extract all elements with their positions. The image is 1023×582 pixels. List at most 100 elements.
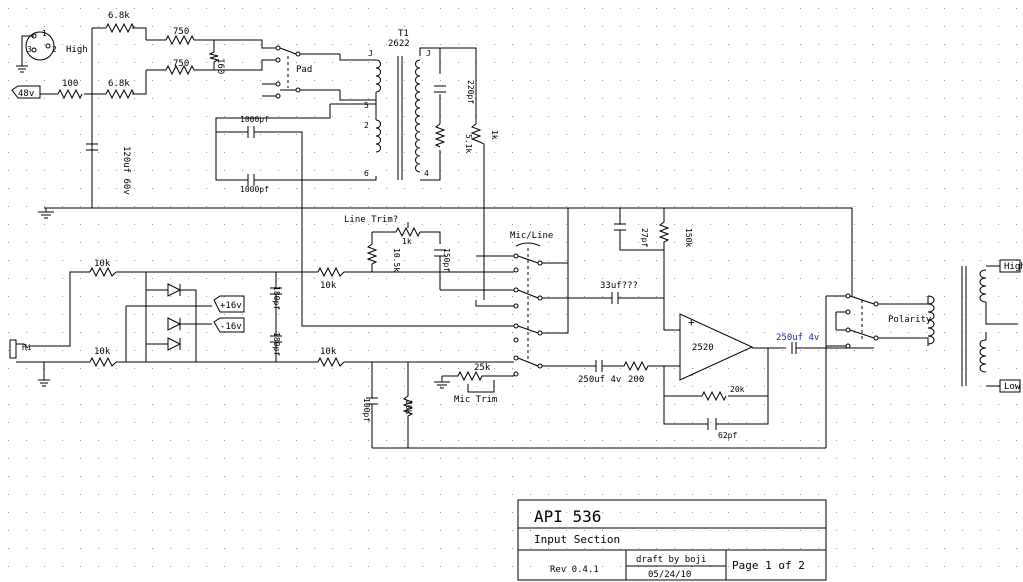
svg-text:180pf: 180pf <box>272 286 281 310</box>
svg-text:10k: 10k <box>320 281 337 291</box>
svg-text:48v: 48v <box>18 89 34 99</box>
polarity-switch: Polarity <box>825 293 932 448</box>
svg-text:5: 5 <box>364 101 369 110</box>
resistor-10k-b: 10k <box>89 347 117 368</box>
svg-text:Line Trim?: Line Trim? <box>344 215 398 225</box>
svg-text:25k: 25k <box>474 363 491 373</box>
svg-text:Polarity: Polarity <box>888 315 932 325</box>
svg-text:Pad: Pad <box>296 65 312 75</box>
draft-by-text: draft by boji <box>636 555 706 565</box>
svg-text:Mic/Line: Mic/Line <box>510 231 553 241</box>
capacitor-150pf: 150pf <box>434 248 451 290</box>
resistor-6.8k-bot: 6.8k <box>105 79 135 100</box>
revision-text: Rev 0.4.1 <box>550 565 599 575</box>
svg-text:J: J <box>368 49 373 58</box>
resistor-150k: 150k <box>658 208 693 331</box>
line-trim-pot: Line Trim? 1k <box>344 215 441 246</box>
xlr-pin-3: 3 <box>27 45 32 54</box>
grid-dots <box>8 8 1017 567</box>
svg-text:250uf 4v: 250uf 4v <box>578 375 621 385</box>
svg-text:150k: 150k <box>684 228 693 247</box>
svg-text:10k: 10k <box>320 347 337 357</box>
xlr-pin-2: 2 <box>52 45 57 54</box>
svg-text:120uf 60v: 120uf 60v <box>121 146 131 195</box>
resistor-20k-v: 20k <box>402 362 414 448</box>
svg-text:-16v: -16v <box>220 322 242 332</box>
svg-text:2: 2 <box>364 121 369 130</box>
svg-text:Hi: Hi <box>22 343 32 352</box>
svg-text:62pf: 62pf <box>718 431 737 440</box>
svg-text:5.1k: 5.1k <box>464 134 473 153</box>
svg-text:750: 750 <box>173 59 189 69</box>
svg-text:High: High <box>1004 262 1023 272</box>
svg-text:+16v: +16v <box>220 301 242 311</box>
svg-text:1k: 1k <box>490 130 499 140</box>
capacitor-1000pf-a: 1000pf <box>238 115 269 138</box>
capacitor-180pf-a: 180pf <box>270 272 282 318</box>
capacitor-120uf: 120uf 60v <box>86 143 131 195</box>
svg-text:4: 4 <box>424 169 429 178</box>
svg-text:250uf 4v: 250uf 4v <box>776 333 819 343</box>
resistor-100: 100 <box>57 79 83 100</box>
svg-text:6: 6 <box>364 169 369 178</box>
svg-text:J: J <box>426 49 431 58</box>
svg-text:T1: T1 <box>398 29 409 39</box>
opamp-2520: + - 2520 <box>663 313 769 425</box>
svg-text:1k: 1k <box>402 237 412 246</box>
svg-text:Low: Low <box>1004 382 1021 392</box>
title-block: API 536 Input Section Rev 0.4.1 draft by… <box>517 499 827 581</box>
svg-text:6.8k: 6.8k <box>108 79 130 89</box>
resistor-20k-fb: 20k <box>701 385 745 402</box>
diode-clamp-network <box>125 272 212 362</box>
xlr-pin-1: 1 <box>42 29 47 38</box>
svg-text:+: + <box>688 316 695 329</box>
svg-text:1000pf: 1000pf <box>240 185 269 194</box>
svg-text:150pf: 150pf <box>442 248 451 272</box>
svg-text:1000pf: 1000pf <box>240 115 269 124</box>
capacitor-62pf: 62pf <box>707 418 737 440</box>
pad-switch: Pad <box>262 45 340 99</box>
subtitle-text: Input Section <box>534 533 620 546</box>
mic-line-switch: Mic/Line <box>510 231 553 377</box>
capacitor-1000pf-b: 1000pf <box>238 174 269 194</box>
svg-text:180pf: 180pf <box>272 332 281 356</box>
xlr-connector: 1 3 2 <box>16 29 57 73</box>
resistor-10k-c: 10k <box>317 266 345 291</box>
capacitor-250uf-in: 250uf 4v <box>578 360 624 385</box>
title-text: API 536 <box>534 507 601 526</box>
resistor-10k-d: 10k <box>317 347 345 368</box>
svg-text:10k: 10k <box>94 259 111 269</box>
date-text: 05/24/10 <box>648 570 691 580</box>
resistor-160: 160 <box>208 51 225 74</box>
svg-text:Mic Trim: Mic Trim <box>454 395 497 405</box>
svg-text:100: 100 <box>62 79 78 89</box>
capacitor-100pf: 100pf <box>362 362 378 448</box>
svg-text:10.5k: 10.5k <box>392 248 401 272</box>
svg-text:160: 160 <box>215 58 225 74</box>
resistor-200: 200 <box>623 360 664 385</box>
capacitor-27pf: 27pf <box>614 208 664 251</box>
svg-text:750: 750 <box>173 27 189 37</box>
svg-text:27pf: 27pf <box>640 228 649 247</box>
supply-pos-tag: +16v <box>213 295 245 313</box>
high-label: High <box>66 45 88 55</box>
svg-text:220pf: 220pf <box>466 80 475 104</box>
resistor-10k-a: 10k <box>89 259 117 278</box>
capacitor-220pf: 220pf <box>434 80 475 104</box>
resistor-5.1k: 5.1k <box>434 123 473 153</box>
output-transformer: High Low <box>927 259 1023 393</box>
resistor-10.5k: 10.5k <box>366 232 401 272</box>
mic-trim-pot: 25k Mic Trim <box>434 363 514 405</box>
svg-text:33uf???: 33uf??? <box>600 281 638 291</box>
svg-text:200: 200 <box>628 375 644 385</box>
capacitor-250uf-out: 250uf 4v <box>752 333 874 354</box>
jack-input: Hi <box>9 339 50 387</box>
resistor-6.8k-top: 6.8k <box>105 11 135 34</box>
transformer-t1: T1 2622 J J 5 2 6 4 <box>364 29 431 180</box>
svg-text:2520: 2520 <box>692 343 714 353</box>
svg-text:2622: 2622 <box>388 39 410 49</box>
resistor-750-bot: 750 <box>165 59 195 76</box>
svg-text:6.8k: 6.8k <box>108 11 130 21</box>
